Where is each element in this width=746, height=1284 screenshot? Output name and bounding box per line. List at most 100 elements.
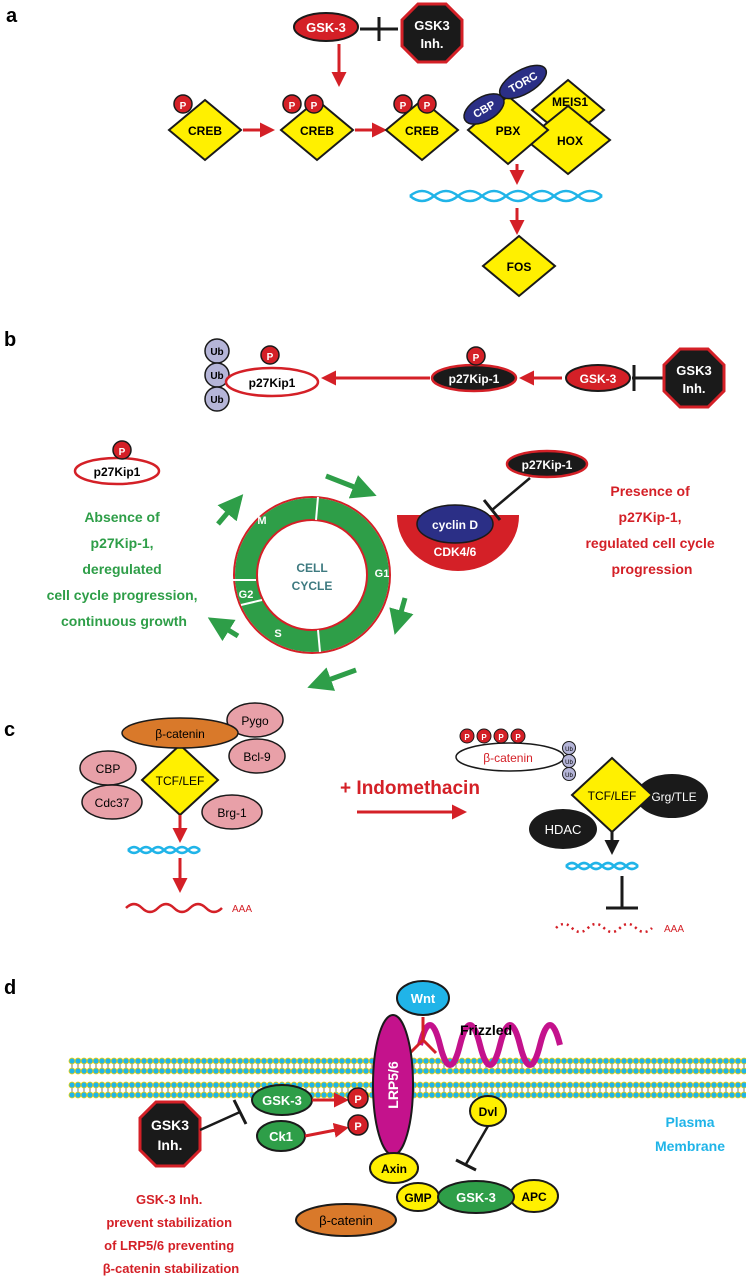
creb-2-label: CREB (300, 124, 334, 138)
lipid-head (620, 1057, 628, 1065)
lipid-head (608, 1081, 616, 1089)
lipid-head (236, 1091, 244, 1099)
lipid-head (626, 1081, 634, 1089)
lipid-head (200, 1091, 208, 1099)
lipid-head (308, 1067, 316, 1075)
absence-line-4: cell cycle progression, (47, 587, 198, 603)
phase-divider-3 (240, 599, 263, 606)
gsk3-node (293, 12, 359, 42)
lipid-head (668, 1081, 676, 1089)
lipid-head (176, 1057, 184, 1065)
phospho-d1 (347, 1087, 369, 1109)
dna-c-2 (127, 845, 201, 855)
lipid-head (284, 1067, 292, 1075)
lipid-head (500, 1067, 508, 1075)
lipid-head (458, 1067, 466, 1075)
lipid-head (338, 1057, 346, 1065)
note-line-4: β-catenin stabilization (103, 1261, 240, 1276)
lipid-head (644, 1091, 652, 1099)
lipid-head (230, 1081, 238, 1089)
lipid-head (242, 1057, 250, 1065)
phospho-c3 (493, 728, 509, 744)
lipid-head (194, 1081, 202, 1089)
lipid-head (218, 1057, 226, 1065)
lipid-head (452, 1091, 460, 1099)
lipid-head (146, 1057, 154, 1065)
ub-1-label: Ub (210, 347, 223, 358)
beta-catenin-phospho-label: β-catenin (483, 751, 533, 765)
gsk3-label-d: GSK-3 (262, 1093, 302, 1108)
lipid-head (512, 1081, 520, 1089)
lipid-head (416, 1057, 424, 1065)
lipid-head (122, 1091, 130, 1099)
lipid-head (272, 1057, 280, 1065)
lipid-head (254, 1081, 262, 1089)
lipid-head (110, 1067, 118, 1075)
lipid-head (602, 1067, 610, 1075)
lipid-head (584, 1057, 592, 1065)
lipid-head (584, 1091, 592, 1099)
lipid-head (464, 1081, 472, 1089)
wnt-label: Wnt (411, 991, 436, 1006)
mrna-wave (125, 902, 223, 914)
note-line-1: GSK-3 Inh. (136, 1192, 202, 1207)
green-arrow-top-left (216, 494, 244, 526)
panel-d-label: d (4, 977, 16, 999)
phospho-2b (304, 94, 324, 114)
lipid-head (110, 1091, 118, 1099)
pbx-label: PBX (496, 124, 521, 138)
lipid-head (488, 1081, 496, 1089)
lipid-head (728, 1091, 736, 1099)
lipid-head (278, 1067, 286, 1075)
lipid-head (152, 1081, 160, 1089)
lipid-head (572, 1067, 580, 1075)
note-line-3: of LRP5/6 preventing (104, 1238, 234, 1253)
lipid-head (686, 1081, 694, 1089)
lipid-head (104, 1081, 112, 1089)
phospho-1 (173, 94, 193, 114)
lipid-head (566, 1081, 574, 1089)
phospho-1-label: P (180, 101, 187, 112)
pygo-node (226, 702, 284, 738)
panel-a-label: a (6, 5, 18, 27)
lipid-head (680, 1081, 688, 1089)
lipid-head (542, 1081, 550, 1089)
lipid-head (158, 1081, 166, 1089)
lipid-head (314, 1091, 322, 1099)
presence-line-1: Presence of (610, 483, 690, 499)
lipid-head (590, 1081, 598, 1089)
lipid-head (152, 1067, 160, 1075)
lipid-head (296, 1067, 304, 1075)
lipid-head (98, 1067, 106, 1075)
p27kip-1-active (505, 449, 589, 479)
lipid-head (140, 1067, 148, 1075)
lipid-head (212, 1091, 220, 1099)
lipid-head (524, 1091, 532, 1099)
green-arrow-top-right (325, 473, 377, 499)
bcl9-node (228, 738, 286, 774)
lipid-head (650, 1057, 658, 1065)
ub-c3-label: Ub (565, 773, 573, 779)
lipid-head (734, 1081, 742, 1089)
lipid-head (578, 1091, 586, 1099)
lipid-head (86, 1067, 94, 1075)
cell-cycle-inner-border (256, 519, 368, 631)
lipid-head (206, 1091, 214, 1099)
lipid-head (632, 1081, 640, 1089)
lipid-head (344, 1057, 352, 1065)
lipid-head (692, 1091, 700, 1099)
arrow-ck1-lrp (304, 1122, 349, 1138)
lipid-head (446, 1091, 454, 1099)
lipid-head (638, 1067, 646, 1075)
lipid-head (128, 1081, 136, 1089)
lipid-head (188, 1067, 196, 1075)
cyclin-d-node (416, 504, 494, 544)
lipid-head (668, 1091, 676, 1099)
lipid-head (254, 1067, 262, 1075)
lipid-head (296, 1057, 304, 1065)
lipid-head (542, 1091, 550, 1099)
lipid-head (614, 1067, 622, 1075)
lipid-head (674, 1067, 682, 1075)
lipid-head (290, 1067, 298, 1075)
lipid-head (728, 1067, 736, 1075)
